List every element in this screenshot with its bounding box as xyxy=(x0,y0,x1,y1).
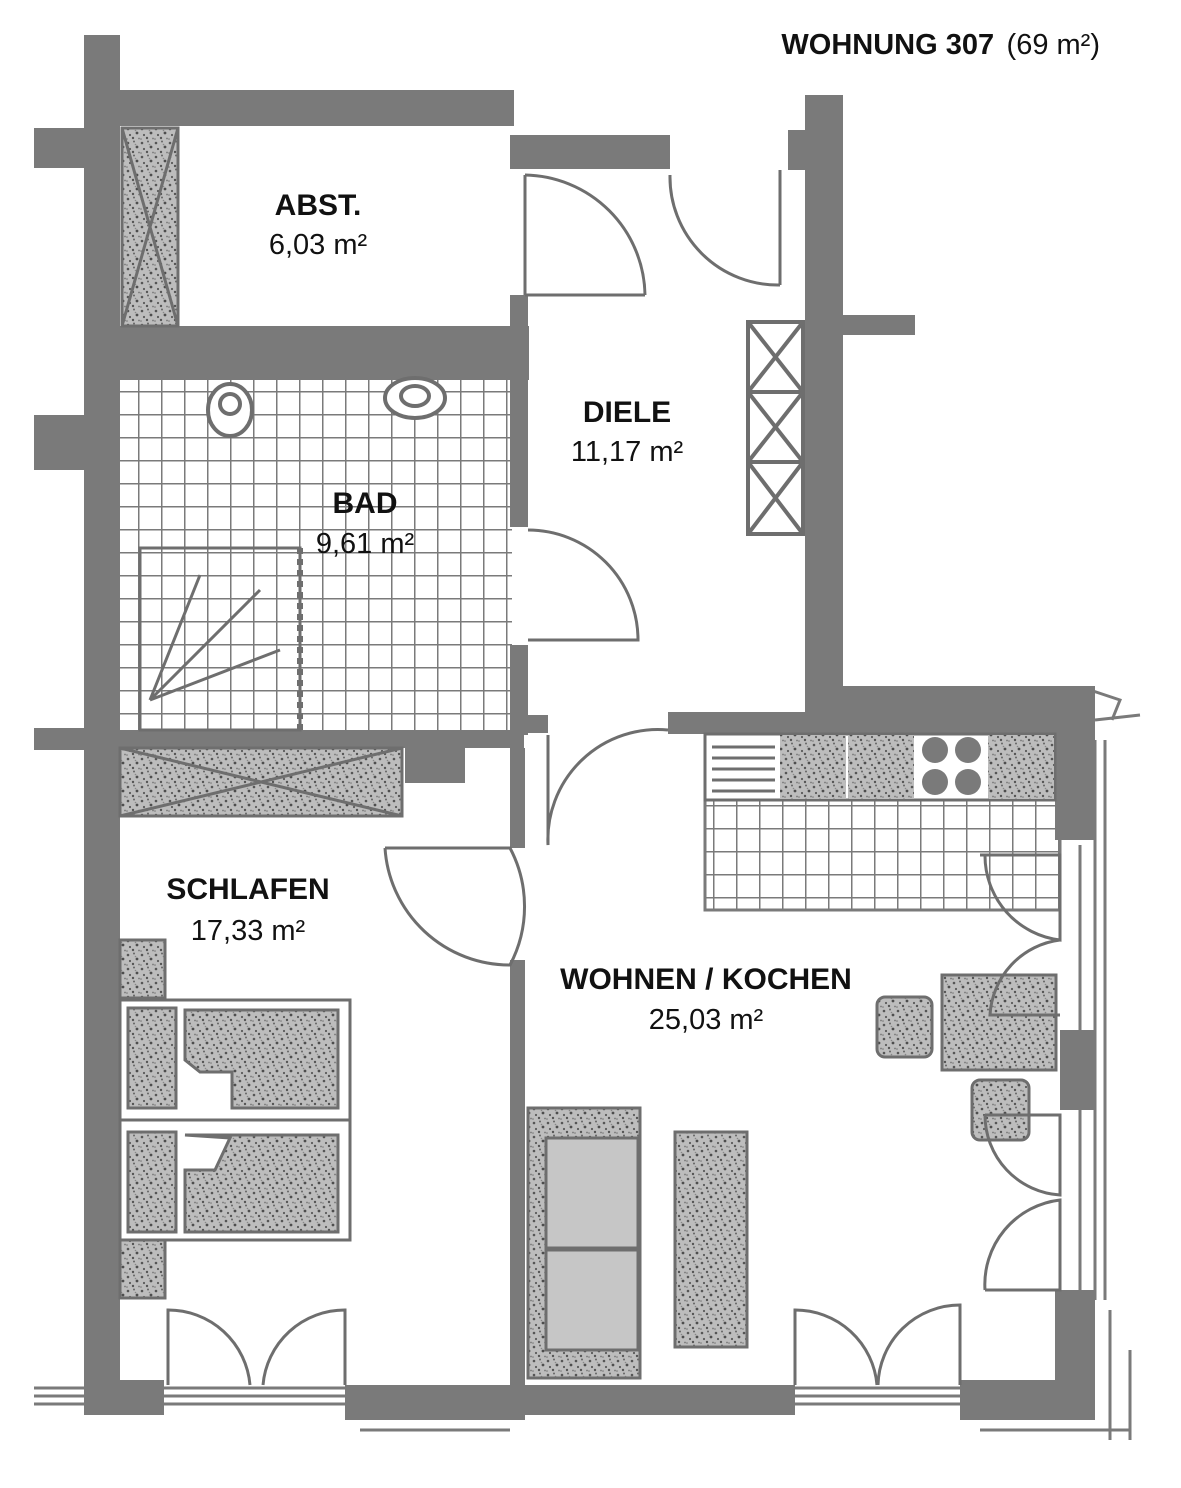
hall-wardrobe xyxy=(746,320,805,536)
room-bad: BAD 9,61 m² xyxy=(316,487,415,560)
room-abstellraum: ABST. 6,03 m² xyxy=(269,189,368,261)
bath-tiled-floor xyxy=(120,380,512,730)
room-area: 25,03 m² xyxy=(649,1004,764,1036)
room-area: 11,17 m² xyxy=(571,436,684,468)
apartment-header: WOHNUNG 307 (69 m²) xyxy=(781,29,1100,61)
room-name: BAD xyxy=(333,487,398,520)
room-name: DIELE xyxy=(583,396,671,429)
room-diele: DIELE 11,17 m² xyxy=(571,396,684,468)
storage-shaft xyxy=(120,126,180,328)
bath-fixtures xyxy=(138,376,447,732)
room-name: SCHLAFEN xyxy=(166,873,329,906)
room-area: 6,03 m² xyxy=(269,229,368,261)
room-area: 17,33 m² xyxy=(191,915,306,947)
beds xyxy=(118,938,352,1300)
apartment-size: (69 m²) xyxy=(1007,29,1100,61)
room-name: WOHNEN / KOCHEN xyxy=(560,963,852,996)
apartment-title: WOHNUNG 307 xyxy=(781,29,994,61)
living-furniture xyxy=(526,973,1058,1380)
bedroom-wardrobe xyxy=(118,746,404,818)
room-schlafen: SCHLAFEN 17,33 m² xyxy=(166,873,329,947)
room-wohnen-kochen: WOHNEN / KOCHEN 25,03 m² xyxy=(560,963,852,1036)
room-area: 9,61 m² xyxy=(316,528,415,560)
kitchen-counter xyxy=(703,732,1057,802)
stove-burners xyxy=(922,737,981,795)
walls xyxy=(34,35,1095,1420)
room-name: ABST. xyxy=(275,189,362,222)
window-lines xyxy=(34,688,1141,1440)
door-swings xyxy=(166,170,1062,1386)
